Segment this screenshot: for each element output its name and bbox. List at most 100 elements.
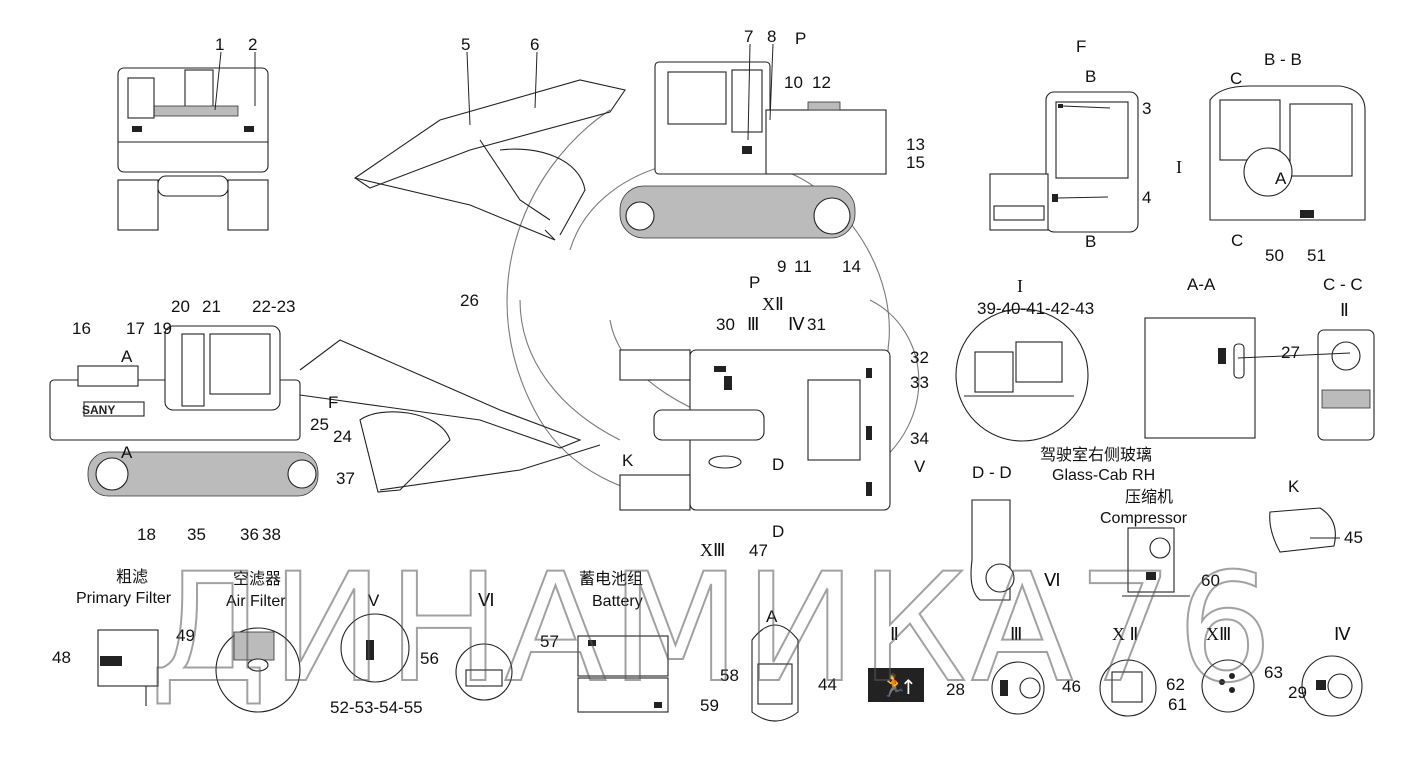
mark-V-plan: V — [914, 457, 926, 476]
callout-63: 63 — [1264, 663, 1283, 682]
callout-57: 57 — [540, 632, 559, 651]
caption-glass-en: Glass-Cab RH — [1052, 467, 1155, 484]
mark-AA-title: A-A — [1187, 275, 1216, 294]
mark-A-view: A — [766, 607, 778, 626]
mark-C-top: C — [1230, 69, 1242, 88]
caption-battery-en: Battery — [592, 593, 643, 610]
roman-II-cc: Ⅱ — [1340, 300, 1349, 320]
mark-F-title: F — [1076, 37, 1086, 56]
callout-21: 21 — [202, 297, 221, 316]
mark-F-side: F — [328, 393, 338, 412]
detail-iv — [1301, 655, 1363, 717]
roman-I-cab: I — [1176, 157, 1182, 177]
callout-35: 35 — [187, 525, 206, 544]
mark-B-top: B — [1085, 67, 1096, 86]
cab-front-view — [989, 91, 1139, 233]
roman-XII-plan: XⅡ — [762, 294, 784, 314]
callout-56: 56 — [420, 649, 439, 668]
roman-II-title: Ⅱ — [890, 624, 899, 644]
callout-12: 12 — [812, 73, 831, 92]
detail-ii-exit-sign: 🏃 ↑ — [868, 668, 924, 702]
captions: 粗滤 Primary Filter 空滤器 Air Filter 蓄电池组 Ba… — [76, 446, 1188, 610]
roman-numerals: I I Ⅱ Ⅱ Ⅲ Ⅲ Ⅳ Ⅳ Ⅵ Ⅵ XⅡ X Ⅱ XⅢ XⅢ — [478, 157, 1351, 644]
mark-K-title: K — [1288, 477, 1300, 496]
callout-50: 50 — [1265, 246, 1284, 265]
callout-60: 60 — [1201, 571, 1220, 590]
roman-VI-title: Ⅵ — [478, 590, 495, 610]
side-view-excavator-bottom — [49, 325, 601, 497]
callout-3: 3 — [1142, 99, 1151, 118]
detail-v — [340, 613, 410, 683]
callout-61: 61 — [1168, 695, 1187, 714]
callout-18: 18 — [137, 525, 156, 544]
callout-5: 5 — [461, 35, 470, 54]
mark-K-plan: K — [622, 451, 634, 470]
detail-compressor — [1122, 527, 1190, 597]
roman-IV-title: Ⅳ — [1334, 624, 1351, 644]
callout-62: 62 — [1166, 675, 1185, 694]
mark-C-bottom: C — [1231, 231, 1243, 250]
detail-battery — [577, 635, 669, 713]
callout-16: 16 — [72, 319, 91, 338]
callout-49: 49 — [176, 626, 195, 645]
callout-48: 48 — [52, 648, 71, 667]
detail-xiii — [1201, 659, 1255, 713]
callout-27: 27 — [1281, 343, 1300, 362]
detail-aa — [1144, 317, 1256, 439]
callout-10: 10 — [784, 73, 803, 92]
detail-vi — [455, 643, 513, 701]
caption-primary-filter-cn: 粗滤 — [116, 568, 148, 586]
callout-38: 38 — [262, 525, 281, 544]
callout-4: 4 — [1142, 188, 1151, 207]
mark-B-bottom: B — [1085, 232, 1096, 251]
callout-19: 19 — [153, 319, 172, 338]
callout-30: 30 — [716, 315, 735, 334]
callout-28: 28 — [946, 680, 965, 699]
callout-45: 45 — [1344, 528, 1363, 547]
detail-xii — [1099, 659, 1157, 717]
detail-primary-filter — [97, 629, 159, 706]
detail-cc — [1317, 329, 1375, 441]
svg-text:🏃: 🏃 — [880, 673, 907, 699]
section-marks: P P F F B B B - B C C C - C A A A A-A A … — [121, 29, 1363, 626]
detail-air-filter — [215, 627, 301, 713]
roman-XIII-title: XⅢ — [1206, 624, 1231, 644]
callout-6: 6 — [530, 35, 539, 54]
detail-dd — [970, 499, 1015, 601]
callout-36: 36 — [240, 525, 259, 544]
callout-58: 58 — [720, 666, 739, 685]
mark-A-cab: A — [1275, 169, 1287, 188]
callout-7: 7 — [744, 27, 753, 46]
callout-25: 25 — [310, 415, 329, 434]
callout-51: 51 — [1307, 246, 1326, 265]
callout-9: 9 — [777, 257, 786, 276]
roman-IV-plan: Ⅳ — [788, 314, 805, 334]
callout-26: 26 — [460, 291, 479, 310]
roman-I-title: I — [1017, 276, 1023, 296]
svg-text:↑: ↑ — [900, 675, 917, 699]
callout-34: 34 — [910, 429, 929, 448]
top-view-excavator — [619, 349, 891, 511]
side-view-excavator-top — [354, 61, 887, 241]
mark-V-title: V — [368, 591, 380, 610]
caption-primary-filter-en: Primary Filter — [76, 590, 172, 607]
mark-CC-title: C - C — [1323, 275, 1363, 294]
caption-air-filter-cn: 空滤器 — [233, 570, 281, 588]
roman-VI-dd: Ⅵ — [1044, 570, 1061, 590]
roman-XIII-plan: XⅢ — [700, 540, 725, 560]
callout-24: 24 — [333, 427, 352, 446]
leader-lines — [214, 43, 1351, 539]
callout-52-55: 52-53-54-55 — [330, 698, 423, 717]
callout-33: 33 — [910, 373, 929, 392]
mark-D-bottom: D — [772, 522, 784, 541]
roman-XII-title: X Ⅱ — [1112, 624, 1138, 644]
callout-32: 32 — [910, 348, 929, 367]
callout-46: 46 — [1062, 677, 1081, 696]
mark-P-top: P — [795, 29, 806, 48]
caption-glass-cn: 驾驶室右侧玻璃 — [1040, 446, 1152, 464]
cab-section-bb — [1209, 85, 1366, 221]
callout-labels: 1 2 5 6 7 8 10 12 13 15 9 11 14 3 4 50 5… — [52, 27, 1363, 717]
detail-iii — [991, 661, 1045, 715]
brand-logo-text: SANY — [82, 403, 115, 417]
